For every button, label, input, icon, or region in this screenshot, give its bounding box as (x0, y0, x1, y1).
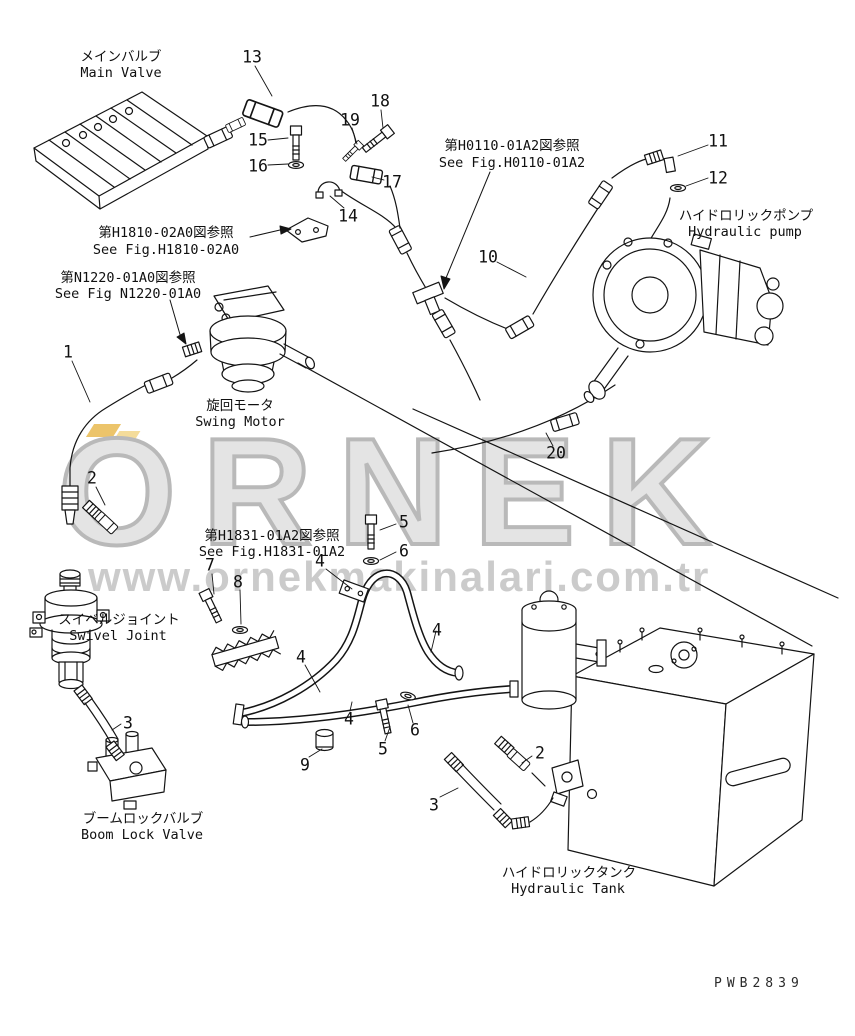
hydraulic-tank-drawing (549, 627, 815, 887)
swing-motor-label-jp: 旋回モータ (206, 397, 274, 414)
bracket-h1810 (285, 217, 329, 243)
callout-9: 9 (300, 755, 310, 775)
callout-5: 5 (378, 739, 388, 759)
ref-h0110-en: See Fig.H0110-01A2 (438, 154, 586, 171)
swivel-joint-drawing (29, 569, 110, 690)
serrated-clamp (211, 630, 281, 671)
callout-10: 10 (478, 247, 498, 267)
callout-13: 13 (242, 47, 262, 67)
hydraulic-pump-label-en: Hydraulic pump (688, 223, 802, 240)
return-filter-drawing (521, 590, 607, 710)
hydraulic-tank-label-jp: ハイドロリックタンク (501, 864, 637, 881)
swing-motor-label-en: Swing Motor (195, 413, 285, 430)
swivel-joint-label-jp: スイベルジョイント (58, 611, 180, 628)
callout-11: 11 (708, 131, 728, 151)
swing-motor-drawing (181, 285, 316, 393)
watermark-brand: ORNEK (56, 407, 737, 577)
callout-4: 4 (296, 647, 306, 667)
hydraulic-pump-label-jp: ハイドロリックポンプ (678, 207, 814, 224)
ref-h1831-jp: 第H1831-01A2図参照 (204, 527, 340, 544)
bushing-9 (315, 728, 334, 752)
reference-arrows (169, 171, 491, 345)
callout-5: 5 (399, 512, 409, 532)
ref-h1810-en: See Fig.H1810-02A0 (92, 241, 240, 258)
callout-19: 19 (340, 110, 360, 130)
callout-3: 3 (123, 713, 133, 733)
callout-17: 17 (382, 172, 402, 192)
callout-18: 18 (370, 91, 390, 111)
hose-runs (61, 105, 839, 647)
callout-8: 8 (233, 572, 243, 592)
ref-n1220-jp: 第N1220-01A0図参照 (60, 269, 196, 286)
callout-4: 4 (432, 620, 442, 640)
boom-lock-valve-label-jp: ブームロックバルブ (82, 810, 204, 827)
callout-4: 4 (344, 709, 354, 729)
callout-7: 7 (205, 555, 215, 575)
callout-3: 3 (429, 795, 439, 815)
main-valve-drawing (33, 91, 247, 210)
callout-6: 6 (410, 720, 420, 740)
hydraulic-tank-label-en: Hydraulic Tank (511, 880, 625, 897)
main-valve-label-en: Main Valve (80, 64, 162, 81)
callout-14: 14 (338, 206, 358, 226)
callout-6: 6 (399, 541, 409, 561)
callout-2: 2 (535, 743, 545, 763)
boom-lock-valve-label-en: Boom Lock Valve (81, 826, 203, 843)
callout-2: 2 (87, 468, 97, 488)
boom-lock-valve-drawing (87, 730, 167, 810)
ref-h0110-jp: 第H0110-01A2図参照 (444, 137, 580, 154)
tube-assembly-drawing (232, 569, 519, 729)
callout-16: 16 (248, 156, 268, 176)
callout-12: 12 (708, 168, 728, 188)
ref-h1831-en: See Fig.H1831-01A2 (198, 543, 346, 560)
fasteners-and-fittings (73, 98, 554, 830)
callout-4: 4 (315, 551, 325, 571)
callout-15: 15 (248, 130, 268, 150)
hydraulic-pump-drawing (583, 233, 784, 404)
ref-h1810-jp: 第H1810-02A0図参照 (98, 224, 234, 241)
ref-n1220-en: See Fig N1220-01A0 (54, 285, 202, 302)
callout-20: 20 (546, 443, 566, 463)
drawing-number: PWB2839 (714, 976, 804, 991)
swivel-joint-label-en: Swivel Joint (69, 627, 167, 644)
clamp-14 (315, 181, 343, 199)
main-valve-label-jp: メインバルブ (80, 48, 162, 65)
callout-1: 1 (63, 342, 73, 362)
callout-leader-lines (71, 65, 709, 798)
